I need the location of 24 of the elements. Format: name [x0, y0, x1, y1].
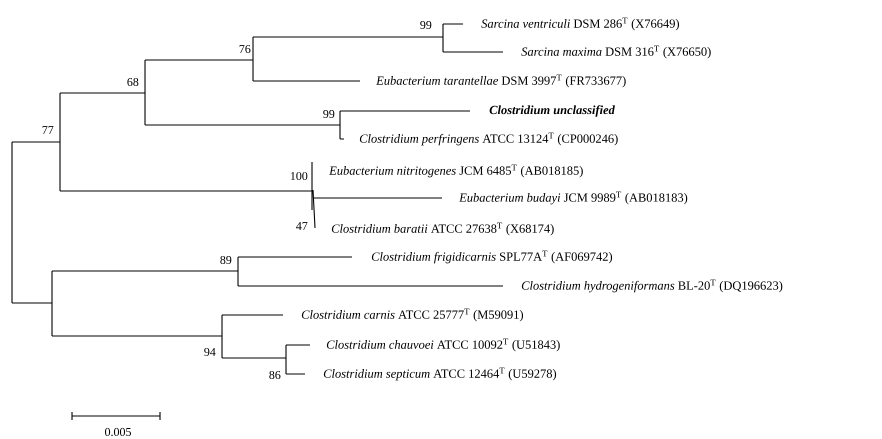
- bootstrap-value: 77: [42, 126, 54, 134]
- bootstrap-value: 76: [240, 44, 250, 53]
- bootstrap-value: 68: [127, 78, 138, 86]
- species-label: Clostridium carnis ATCC 25777$^{T}$ (M59091): [302, 308, 524, 322]
- species-label: Clostridium hydrogeniformans BL-20$^{T}$ (DQ196623): [522, 280, 782, 292]
- species-label: Clostridium frigidicarnis SPL77A$^{T}$ (AF069742): [372, 250, 612, 264]
- bootstrap-value: 89: [220, 256, 232, 264]
- species-label: Clostridium perfringens ATCC 13124$^{T}$ (CP000246): [360, 132, 618, 146]
- bootstrap-value: 47: [296, 222, 308, 230]
- species-label: Sarcina ventriculi DSM 286$^{T}$ (X76649): [481, 18, 680, 30]
- scale-label: 0.005: [105, 428, 131, 436]
- bootstrap-value: 100: [290, 172, 308, 180]
- species-label: Eubacterium budayi JCM 9989$^{T}$ (AB018183): [459, 192, 688, 204]
- species-label: Sarcina maxima DSM 316$^{T}$ (X76650): [521, 46, 711, 58]
- species-label: Clostridium septicum ATCC 12464$^{T}$ (U59278): [324, 368, 556, 380]
- species-label: Eubacterium tarantellae DSM 3997$^{T}$ (FR733677): [376, 74, 626, 88]
- bootstrap-value: 99: [420, 20, 432, 29]
- bootstrap-value: 86: [269, 370, 280, 380]
- species-label: Clostridium unclassified: [490, 105, 615, 117]
- bootstrap-value: 99: [323, 110, 334, 118]
- bootstrap-value: 94: [204, 348, 216, 356]
- species-label: Clostridium chauvoei ATCC 10092$^{T}$ (U51843): [326, 338, 560, 352]
- species-label: Clostridium baratii ATCC 27638$^{T}$ (X68174): [332, 222, 554, 236]
- species-label: Eubacterium nitritogenes JCM 6485$^{T}$ (AB018185): [329, 164, 583, 178]
